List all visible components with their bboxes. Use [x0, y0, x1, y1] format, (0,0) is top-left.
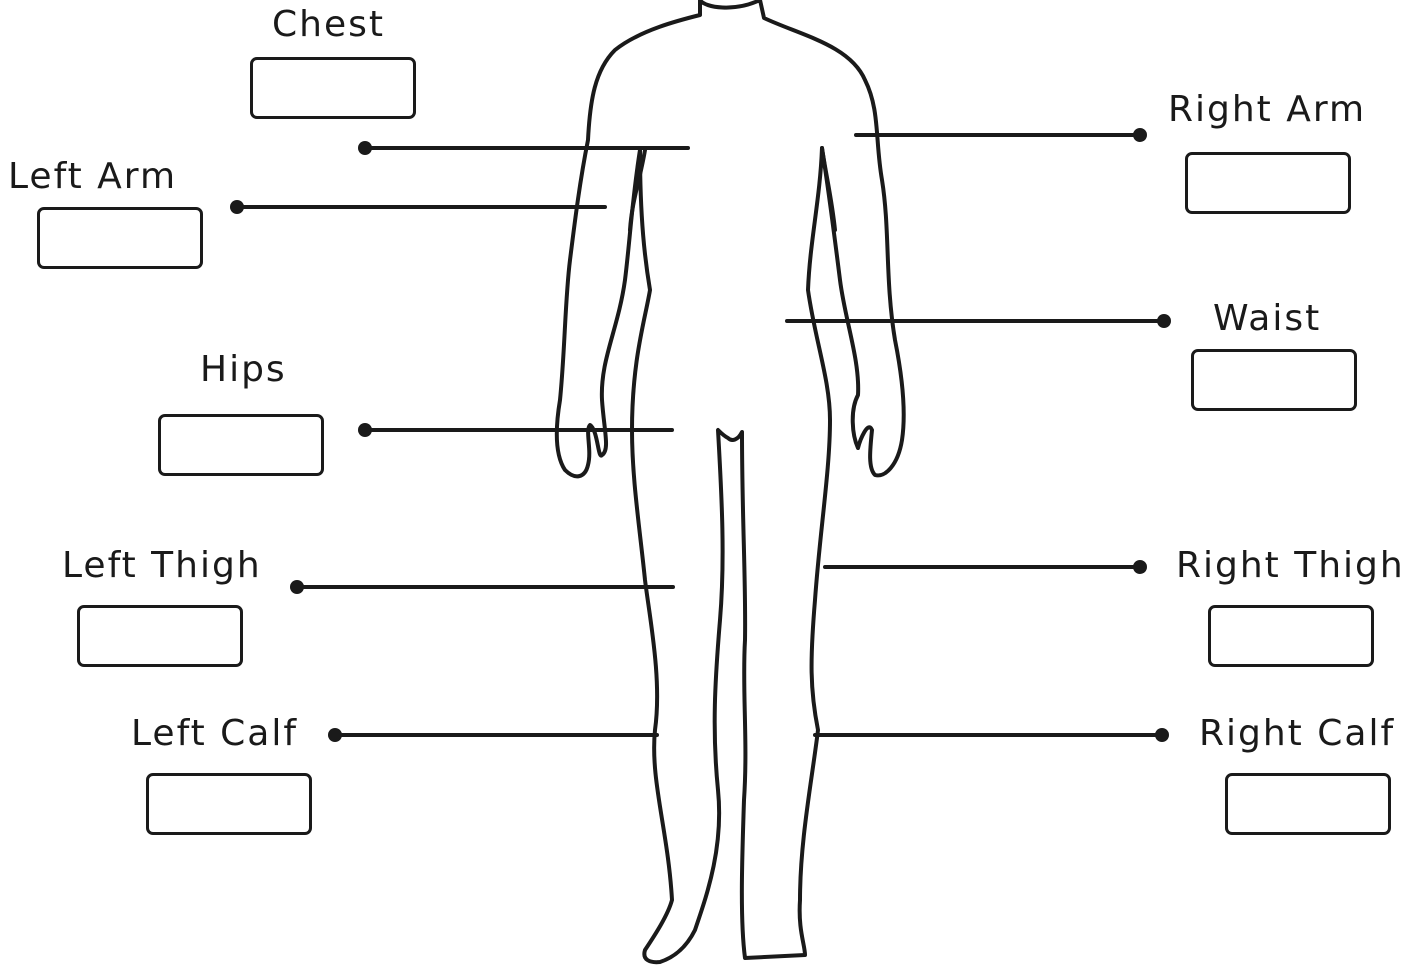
right-calf-dot: [1155, 728, 1169, 742]
right-calf-label: Right Calf: [1199, 713, 1395, 754]
waist-label: Waist: [1213, 298, 1321, 339]
left-calf-label: Left Calf: [131, 713, 298, 754]
right-arm-inner-line: [822, 148, 835, 230]
left-thigh-dot: [290, 580, 304, 594]
hips-dot: [358, 423, 372, 437]
right-arm-dot: [1133, 128, 1147, 142]
left-calf-dot: [328, 728, 342, 742]
hips-input-box[interactable]: [158, 414, 324, 476]
body-outline: [557, 0, 904, 962]
left-arm-input-box[interactable]: [37, 207, 203, 269]
hips-label: Hips: [200, 349, 287, 390]
waist-dot: [1157, 314, 1171, 328]
left-calf-input-box[interactable]: [146, 773, 312, 835]
right-thigh-dot: [1133, 560, 1147, 574]
right-arm-label: Right Arm: [1168, 89, 1366, 130]
chest-input-box[interactable]: [250, 57, 416, 119]
right-calf-input-box[interactable]: [1225, 773, 1391, 835]
right-thigh-label: Right Thigh: [1176, 545, 1405, 586]
left-thigh-input-box[interactable]: [77, 605, 243, 667]
waist-input-box[interactable]: [1191, 349, 1357, 411]
left-arm-dot: [230, 200, 244, 214]
right-arm-input-box[interactable]: [1185, 152, 1351, 214]
chest-label: Chest: [272, 4, 385, 45]
right-thigh-input-box[interactable]: [1208, 605, 1374, 667]
left-arm-label: Left Arm: [8, 156, 177, 197]
left-thigh-label: Left Thigh: [62, 545, 262, 586]
chest-dot: [358, 141, 372, 155]
